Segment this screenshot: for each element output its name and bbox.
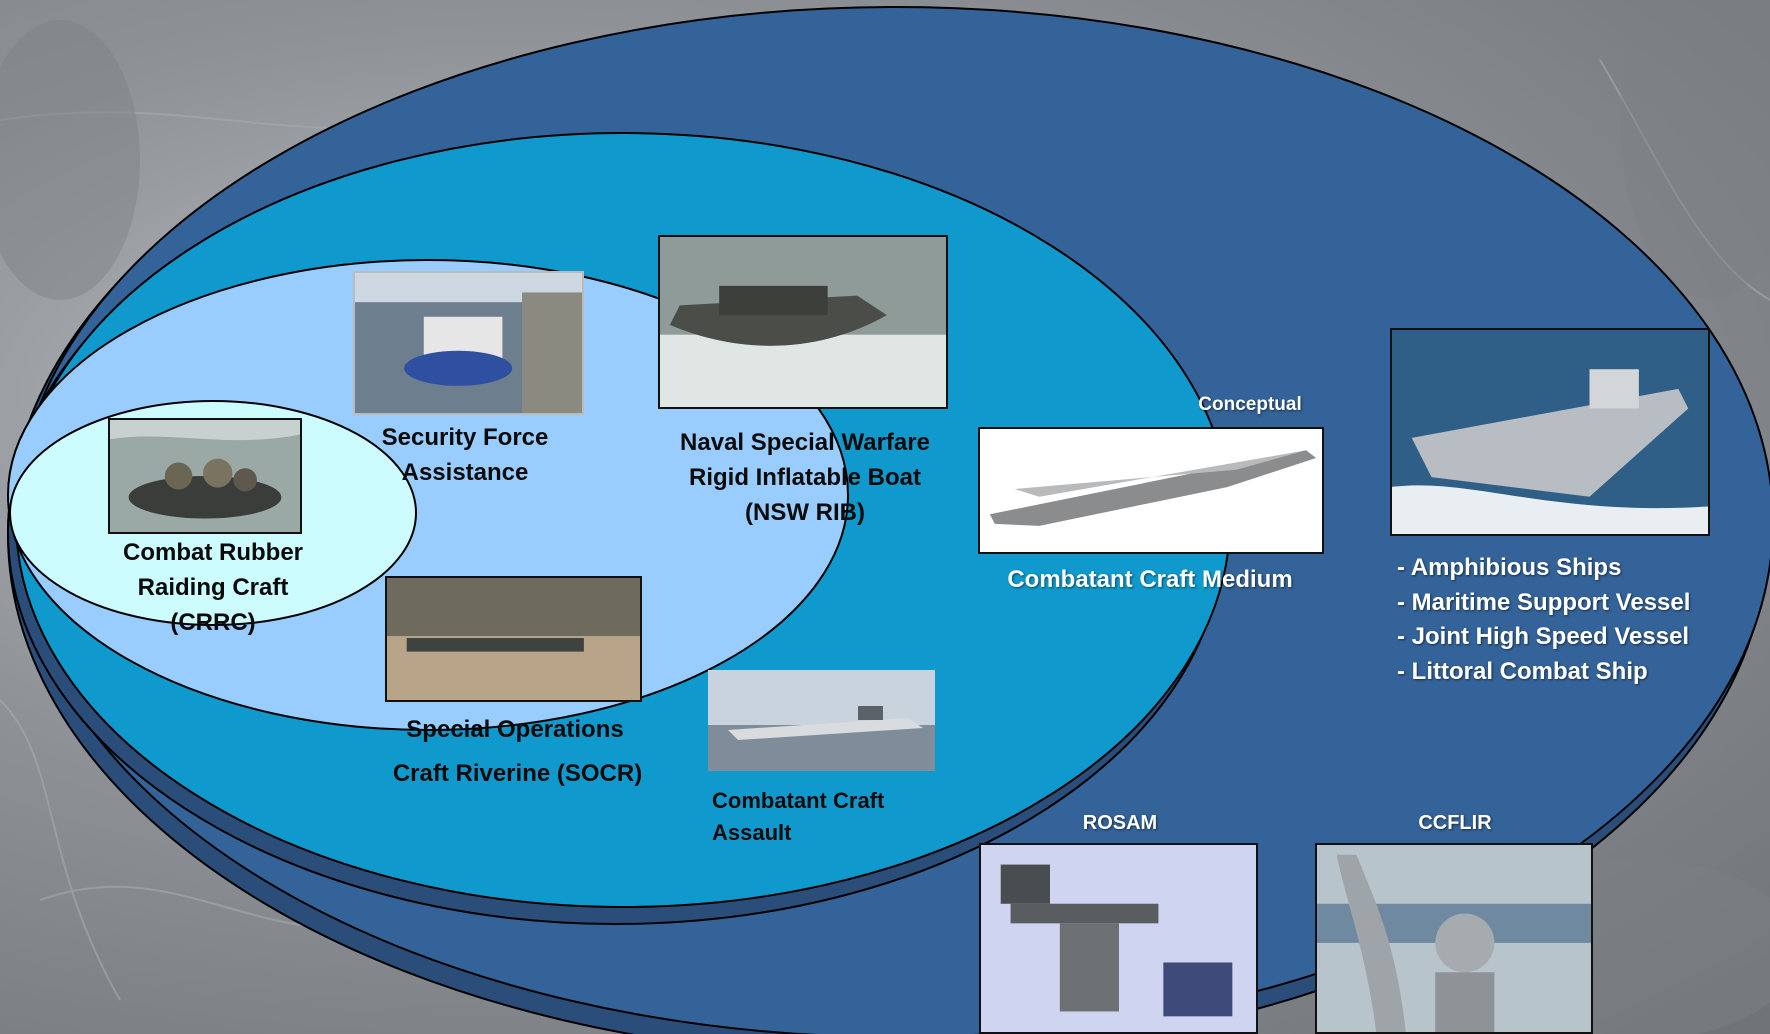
rosam-label: ROSAM bbox=[1082, 812, 1158, 834]
ccflir-photo bbox=[1315, 843, 1593, 1034]
crrc-photo bbox=[108, 418, 302, 534]
rosam-photo bbox=[979, 843, 1258, 1034]
vessel-list: - Amphibious Ships - Maritime Support Ve… bbox=[1397, 551, 1690, 689]
crrc-label: Combat Rubber Raiding Craft (CRRC) bbox=[123, 539, 303, 636]
nsw-rib-label: Naval Special Warfare Rigid Inflatable B… bbox=[680, 429, 930, 526]
vessel-item: - Joint High Speed Vessel bbox=[1397, 623, 1690, 650]
vessel-item: - Littoral Combat Ship bbox=[1397, 657, 1648, 685]
jhsv-photo bbox=[1390, 328, 1710, 536]
ccm-label: Combatant Craft Medium bbox=[1007, 566, 1293, 593]
security-force-assistance-photo bbox=[353, 271, 584, 415]
security-force-assistance-label: Security Force Assistance bbox=[381, 424, 549, 486]
vessel-item: - Amphibious Ships bbox=[1397, 554, 1622, 581]
conceptual-label: Conceptual bbox=[1198, 394, 1302, 415]
cca-photo bbox=[708, 670, 935, 771]
socr-photo bbox=[385, 576, 642, 702]
nsw-rib-photo bbox=[658, 235, 948, 409]
socr-label-line1: Special Operations bbox=[406, 716, 624, 743]
ccm-concept-image bbox=[978, 427, 1324, 554]
vessel-item: - Maritime Support Vessel bbox=[1397, 588, 1691, 616]
socr-label-line2: Craft Riverine (SOCR) bbox=[392, 760, 643, 787]
ccflir-label: CCFLIR bbox=[1418, 812, 1492, 834]
cca-label: Combatant Craft Assault bbox=[712, 788, 885, 845]
